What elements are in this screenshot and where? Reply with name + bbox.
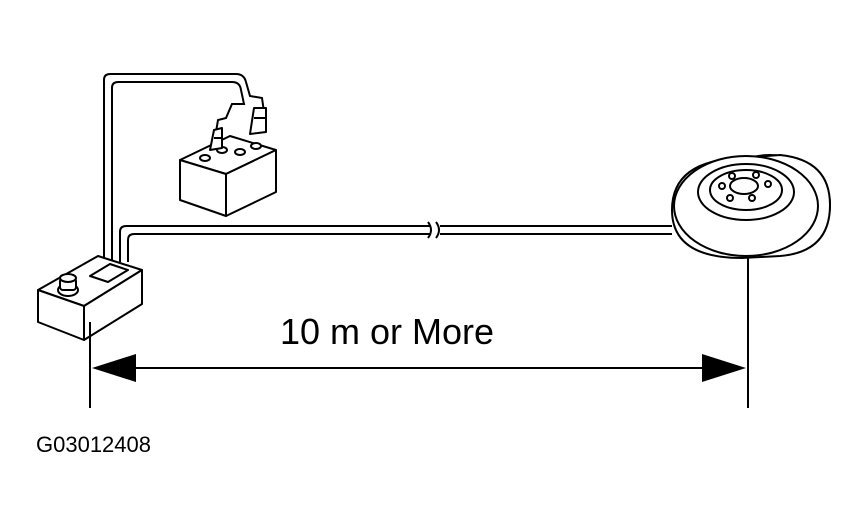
tester-box-icon <box>37 255 143 341</box>
arrowhead-right <box>702 354 746 382</box>
dimension-arrow <box>92 354 746 382</box>
battery-icon <box>179 107 277 217</box>
figure-code: G03012408 <box>36 432 151 457</box>
battery-lead-wires <box>103 73 265 262</box>
sensor-lead-wire <box>119 221 672 262</box>
arrowhead-left <box>92 354 136 382</box>
tire-icon <box>670 153 832 260</box>
distance-label: 10 m or More <box>280 311 494 352</box>
dimension-extension-lines <box>89 258 749 408</box>
